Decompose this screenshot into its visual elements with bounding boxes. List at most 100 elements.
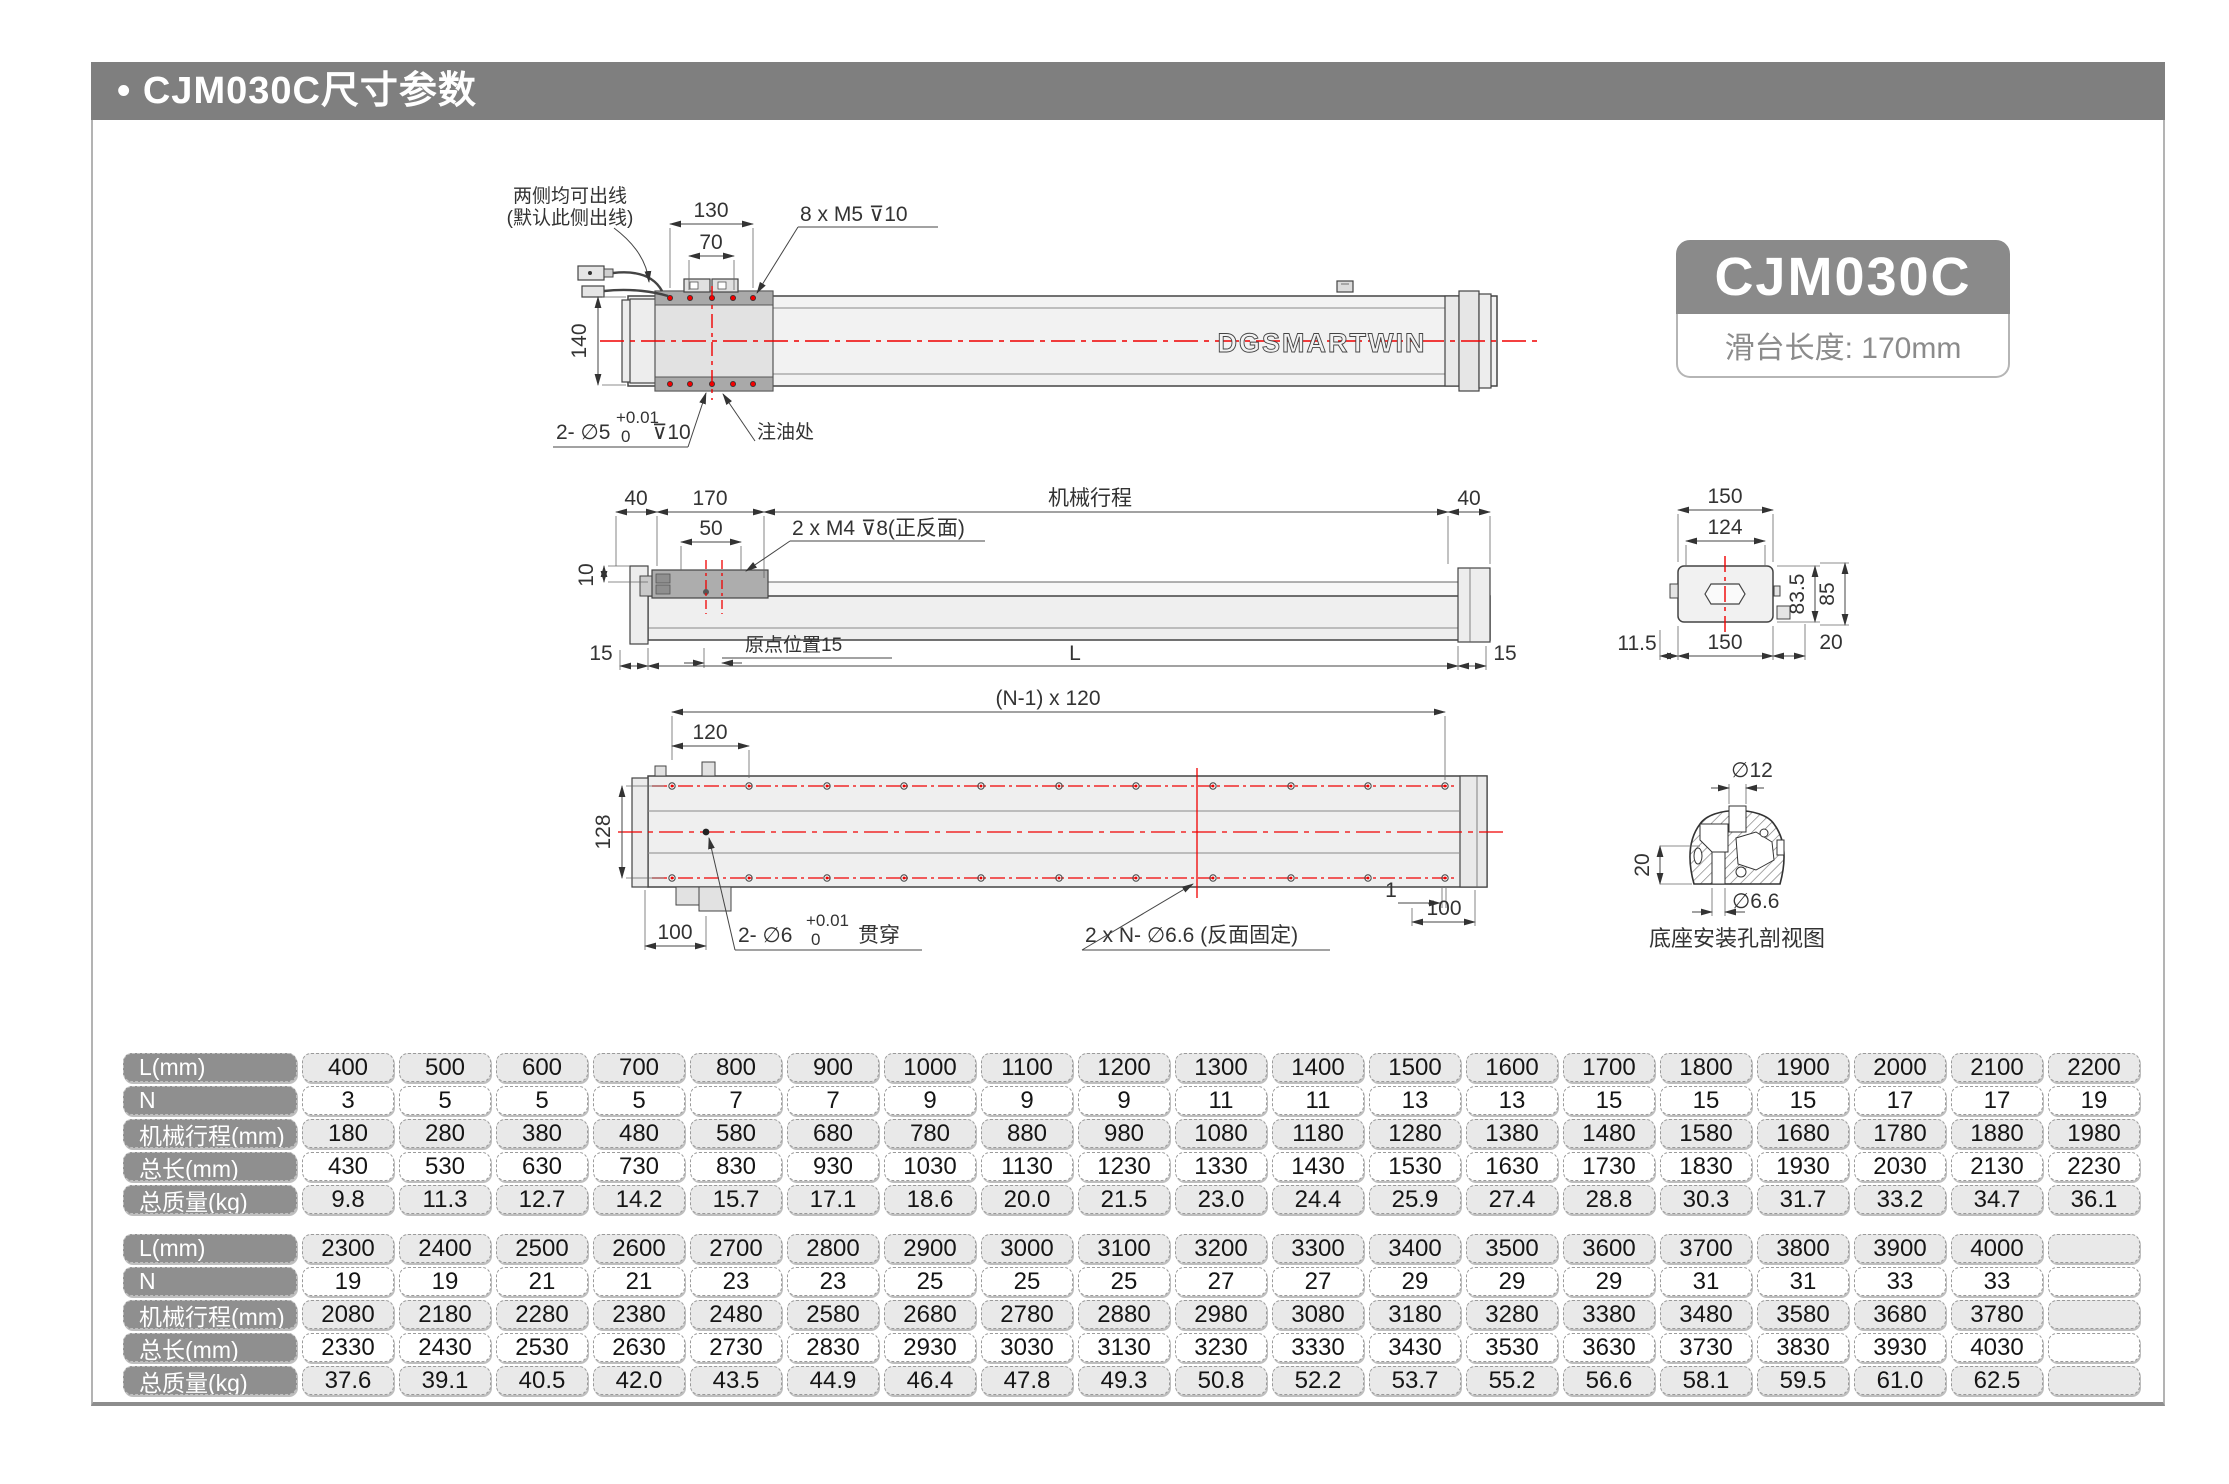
row-header: 总质量(kg) [123, 1185, 297, 1214]
logo-text: DGSMARTWIN [1218, 328, 1427, 358]
side-view: 150 124 83.5 85 11.5 150 20 [1617, 485, 1849, 660]
table-cell: 37.6 [302, 1366, 394, 1395]
table-cell: 1230 [1078, 1152, 1170, 1181]
table-cell: 2130 [1951, 1152, 2043, 1181]
table-cell: 3830 [1757, 1333, 1849, 1362]
table-cell: 1730 [1563, 1152, 1655, 1181]
table-cell: 1330 [1175, 1152, 1267, 1181]
dim-100-right: 100 [1426, 897, 1461, 920]
table-cell: 14.2 [593, 1185, 685, 1214]
fix-note: 2 x N- ∅6.6 (反面固定) [1085, 924, 1298, 947]
table-cell: 59.5 [1757, 1366, 1849, 1395]
dim-1: 1 [1385, 879, 1397, 902]
dim-83-5: 83.5 [1786, 574, 1809, 615]
table-cell: 31 [1757, 1267, 1849, 1296]
table-cell: 25 [884, 1267, 976, 1296]
table-cell: 3100 [1078, 1234, 1170, 1263]
table-cell: 1400 [1272, 1053, 1364, 1082]
table-cell: 2080 [302, 1300, 394, 1329]
cable-connectors [577, 265, 669, 298]
table-cell: 31.7 [1757, 1185, 1849, 1214]
table-cell: 19 [302, 1267, 394, 1296]
table-cell: 3630 [1563, 1333, 1655, 1362]
table-cell: 3580 [1757, 1300, 1849, 1329]
table-cell: 27 [1272, 1267, 1364, 1296]
table-cell: 1000 [884, 1053, 976, 1082]
table-cell: 1900 [1757, 1053, 1849, 1082]
table-cell: 42.0 [593, 1366, 685, 1395]
table-cell: 11.3 [399, 1185, 491, 1214]
dim-11-5: 11.5 [1617, 632, 1656, 655]
table-cell: 25.9 [1369, 1185, 1461, 1214]
table-cell: 33 [1951, 1267, 2043, 1296]
table-cell: 2630 [593, 1333, 685, 1362]
dim-100-left: 100 [657, 921, 692, 944]
table-cell: 2400 [399, 1234, 491, 1263]
table-cell: 13 [1466, 1086, 1558, 1115]
table-cell: 18.6 [884, 1185, 976, 1214]
table-cell: 1480 [1563, 1119, 1655, 1148]
table-cell: 50.8 [1175, 1366, 1267, 1395]
page-title: • CJM030C尺寸参数 [91, 62, 2165, 120]
table-cell: 33.2 [1854, 1185, 1946, 1214]
table-cell: 2000 [1854, 1053, 1946, 1082]
table-cell: 1780 [1854, 1119, 1946, 1148]
model-name: CJM030C [1676, 240, 2010, 314]
dim-150-top: 150 [1707, 485, 1742, 508]
origin-note: 原点位置15 [745, 634, 842, 656]
table-cell: 3430 [1369, 1333, 1461, 1362]
table-cell: 34.7 [1951, 1185, 2043, 1214]
slider-length-label: 滑台长度: 170mm [1676, 314, 2010, 378]
table-cell [2048, 1267, 2140, 1296]
cable-note: 两侧均可出线 [513, 185, 627, 207]
table-cell: 2480 [690, 1300, 782, 1329]
table-cell: 1880 [1951, 1119, 2043, 1148]
table-cell: 2580 [787, 1300, 879, 1329]
table-cell: 430 [302, 1152, 394, 1181]
table-cell: 380 [496, 1119, 588, 1148]
table-cell: 1500 [1369, 1053, 1461, 1082]
dim-140: 140 [568, 323, 591, 358]
table-cell: 29 [1466, 1267, 1558, 1296]
table-cell: 1030 [884, 1152, 976, 1181]
table-cell: 3780 [1951, 1300, 2043, 1329]
model-badge: CJM030C 滑台长度: 170mm [1676, 240, 2010, 378]
table-cell [2048, 1333, 2140, 1362]
table-cell: 2300 [302, 1234, 394, 1263]
table-cell: 31 [1660, 1267, 1752, 1296]
table-cell: 2900 [884, 1234, 976, 1263]
bottom-view: (N-1) x 120 120 128 100 2- ∅6 +0.01 0 贯穿… [592, 687, 1505, 951]
table-cell: 1830 [1660, 1152, 1752, 1181]
table-cell: 55.2 [1466, 1366, 1558, 1395]
table-cell: 1130 [981, 1152, 1073, 1181]
table-cell: 12.7 [496, 1185, 588, 1214]
table-cell: 7 [690, 1086, 782, 1115]
dim-128: 128 [592, 814, 615, 849]
table-cell: 1700 [1563, 1053, 1655, 1082]
table-cell: 1630 [1466, 1152, 1558, 1181]
table-cell: 15.7 [690, 1185, 782, 1214]
table-cell: 1980 [2048, 1119, 2140, 1148]
table-cell: 33 [1854, 1267, 1946, 1296]
table-cell: 9 [981, 1086, 1073, 1115]
table-cell: 3480 [1660, 1300, 1752, 1329]
table-cell: 1580 [1660, 1119, 1752, 1148]
table-cell: 2800 [787, 1234, 879, 1263]
table-cell: 2530 [496, 1333, 588, 1362]
pin-hole-tol-upper: +0.01 [616, 408, 659, 427]
table-cell: 21 [593, 1267, 685, 1296]
row-header: 机械行程(mm) [123, 1300, 297, 1329]
table-cell: 830 [690, 1152, 782, 1181]
dim-d12: ∅12 [1731, 759, 1773, 782]
table-cell: 900 [787, 1053, 879, 1082]
table-cell: 56.6 [1563, 1366, 1655, 1395]
table-cell: 21 [496, 1267, 588, 1296]
table-cell: 3030 [981, 1333, 1073, 1362]
table-cell: 9 [1078, 1086, 1170, 1115]
pin-hole-tol-lower: 0 [621, 427, 630, 446]
table-cell: 3900 [1854, 1234, 1946, 1263]
table-cell: 3230 [1175, 1333, 1267, 1362]
table-cell: 500 [399, 1053, 491, 1082]
